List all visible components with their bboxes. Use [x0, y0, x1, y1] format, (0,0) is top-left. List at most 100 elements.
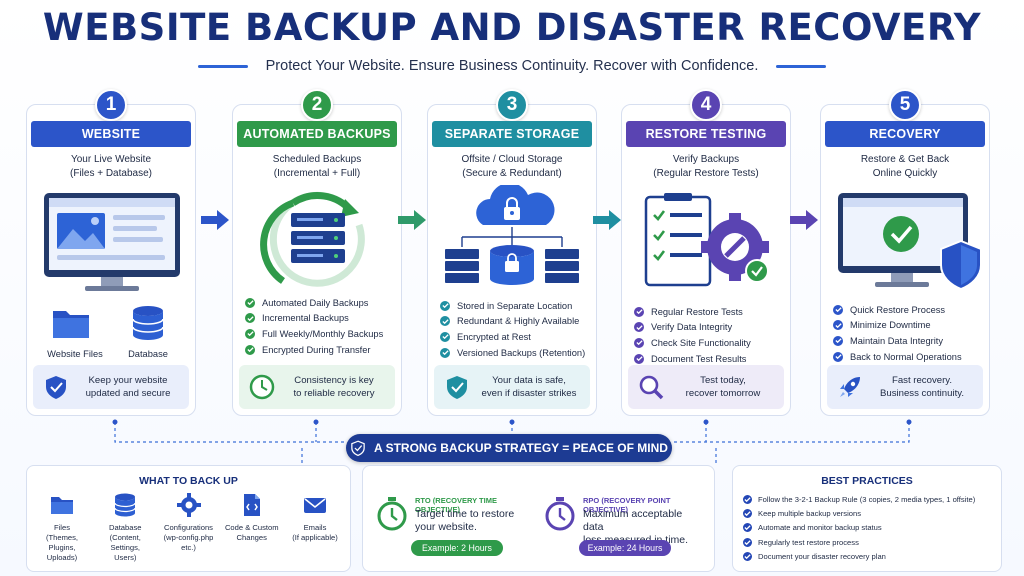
step-separate-storage: 3 SEPARATE STORAGE Offsite / Cloud Stora…: [427, 89, 597, 416]
database-icon: [114, 493, 136, 517]
shield-icon: [46, 376, 66, 399]
check-icon: [245, 313, 255, 324]
check-label: Minimize Downtime: [850, 320, 931, 331]
best-practices-panel: BEST PRACTICES Follow the 3-2-1 Backup R…: [732, 465, 1002, 572]
check-icon: [634, 337, 644, 348]
shield-icon: [447, 376, 467, 399]
magnifier-icon: [639, 375, 664, 400]
step-caption: Your Live Website (Files + Database): [70, 154, 152, 179]
check-label: Check Site Functionality: [651, 337, 751, 348]
check-label: Quick Restore Process: [850, 304, 946, 315]
checklist: Stored in Separate Location Redundant & …: [440, 298, 590, 360]
objectives-panel: RTO (RECOVERY TIME OBJECTIVE) Target tim…: [362, 465, 715, 572]
check-icon: [245, 297, 255, 308]
check-icon: [440, 300, 450, 311]
check-label: Full Weekly/Monthly Backups: [262, 328, 384, 339]
strategy-banner: A STRONG BACKUP STRATEGY = PEACE OF MIND: [346, 434, 672, 462]
backup-item-database: Database (Content, Settings, Users): [96, 492, 154, 563]
step-caption: Restore & Get Back Online Quickly: [860, 154, 950, 179]
list-item: Versioned Backups (Retention): [440, 345, 590, 361]
step-tip: Consistency is key to reliable recovery: [239, 365, 395, 409]
panel-title: BEST PRACTICES: [821, 475, 913, 487]
code-file-icon: [243, 494, 260, 516]
backup-items: Files (Themes, Plugins, Uploads) Databas…: [33, 492, 344, 563]
checklist: Quick Restore Process Minimize Downtime …: [833, 302, 983, 364]
step-title: SEPARATE STORAGE: [432, 121, 592, 147]
check-label: Maintain Data Integrity: [850, 335, 944, 346]
best-practice-label: Document your disaster recovery plan: [758, 552, 886, 562]
stopwatch-icon: [545, 497, 575, 531]
subtitle-row: Protect Your Website. Ensure Business Co…: [0, 58, 1024, 74]
database-icon: [132, 306, 164, 340]
check-icon: [833, 304, 843, 315]
check-label: Automated Daily Backups: [262, 297, 369, 308]
step-automated-backups: 2 AUTOMATED BACKUPS Scheduled Backups (I…: [232, 89, 402, 416]
list-item: Quick Restore Process: [833, 302, 983, 318]
check-label: Incremental Backups: [262, 313, 349, 324]
check-label: Stored in Separate Location: [457, 300, 573, 311]
step-number: 3: [496, 89, 528, 121]
divider-right: [776, 64, 827, 68]
step-caption: Scheduled Backups (Incremental + Full): [272, 154, 362, 179]
best-practice-label: Regularly test restore process: [758, 537, 859, 547]
check-label: Versioned Backups (Retention): [457, 347, 586, 358]
list-item: Incremental Backups: [245, 311, 395, 327]
step-title: RECOVERY: [825, 121, 985, 147]
step-tip: Keep your website updated and secure: [33, 365, 189, 409]
arrow-right-icon: [593, 210, 621, 230]
folder-icon: [53, 311, 89, 338]
list-item: Full Weekly/Monthly Backups: [245, 326, 395, 342]
arrow-right-icon: [790, 210, 818, 230]
step-tip: Test today, recover tomorrow: [628, 365, 784, 409]
list-item: Encrypted During Transfer: [245, 342, 395, 358]
check-icon: [743, 523, 752, 533]
cloud-storage-icon: [445, 185, 579, 285]
step-title: AUTOMATED BACKUPS: [237, 121, 397, 147]
subtitle: Protect Your Website. Ensure Business Co…: [265, 58, 759, 74]
list-item: Back to Normal Operations: [833, 349, 983, 365]
best-practice-label: Keep multiple backup versions: [758, 509, 861, 519]
check-label: Document Test Results: [651, 353, 747, 364]
backup-item-emails: Emails (If applicable): [286, 492, 344, 563]
strategy-text: A STRONG BACKUP STRATEGY = PEACE OF MIND: [374, 441, 668, 455]
check-icon: [634, 322, 644, 333]
rto-description: Target time to restore your website.: [415, 508, 515, 533]
checklist: Regular Restore Tests Verify Data Integr…: [634, 304, 784, 366]
backup-item-label: Database (Content, Settings, Users): [108, 523, 142, 562]
backup-item-code: Code & Custom Changes: [223, 492, 281, 563]
check-icon: [440, 347, 450, 358]
check-icon: [833, 351, 843, 362]
shield-icon: [351, 440, 365, 456]
rto-heading: RTO (RECOVERY TIME OBJECTIVE): [415, 496, 497, 514]
check-icon: [833, 335, 843, 346]
page-title: WEBSITE BACKUP AND DISASTER RECOVERY: [42, 6, 982, 49]
rpo-heading: RPO (RECOVERY POINT OBJECTIVE): [583, 496, 671, 514]
check-label: Encrypted During Transfer: [262, 344, 371, 355]
backup-item-label: Code & Custom Changes: [224, 523, 279, 542]
best-practices-list: Follow the 3-2-1 Backup Rule (3 copies, …: [743, 492, 995, 564]
email-icon: [304, 498, 326, 513]
tip-text: Consistency is key to reliable recovery: [293, 375, 375, 399]
checklist: Automated Daily Backups Incremental Back…: [245, 295, 395, 357]
check-icon: [743, 537, 752, 547]
step-title: WEBSITE: [31, 121, 191, 147]
arrow-right-icon: [201, 210, 229, 230]
server-sync-icon: [260, 191, 365, 287]
tip-text: Test today, recover tomorrow: [685, 375, 761, 399]
monitor-check-icon: [838, 193, 982, 291]
website-files-label: Website Files: [47, 349, 103, 359]
check-icon: [833, 320, 843, 331]
check-icon: [440, 316, 450, 327]
list-item: Automate and monitor backup status: [743, 521, 995, 535]
check-label: Back to Normal Operations: [850, 351, 962, 362]
rocket-icon: [840, 377, 860, 397]
check-label: Encrypted at Rest: [457, 331, 531, 342]
stopwatch-icon: [377, 497, 407, 531]
panel-title: WHAT TO BACK UP: [139, 475, 238, 487]
step-title: RESTORE TESTING: [626, 121, 786, 147]
backup-item-label: Configurations (wp-config.php etc.): [163, 523, 214, 552]
step-caption: Verify Backups (Regular Restore Tests): [653, 154, 759, 179]
tip-text: Fast recovery. Business continuity.: [879, 375, 965, 399]
list-item: Minimize Downtime: [833, 318, 983, 334]
